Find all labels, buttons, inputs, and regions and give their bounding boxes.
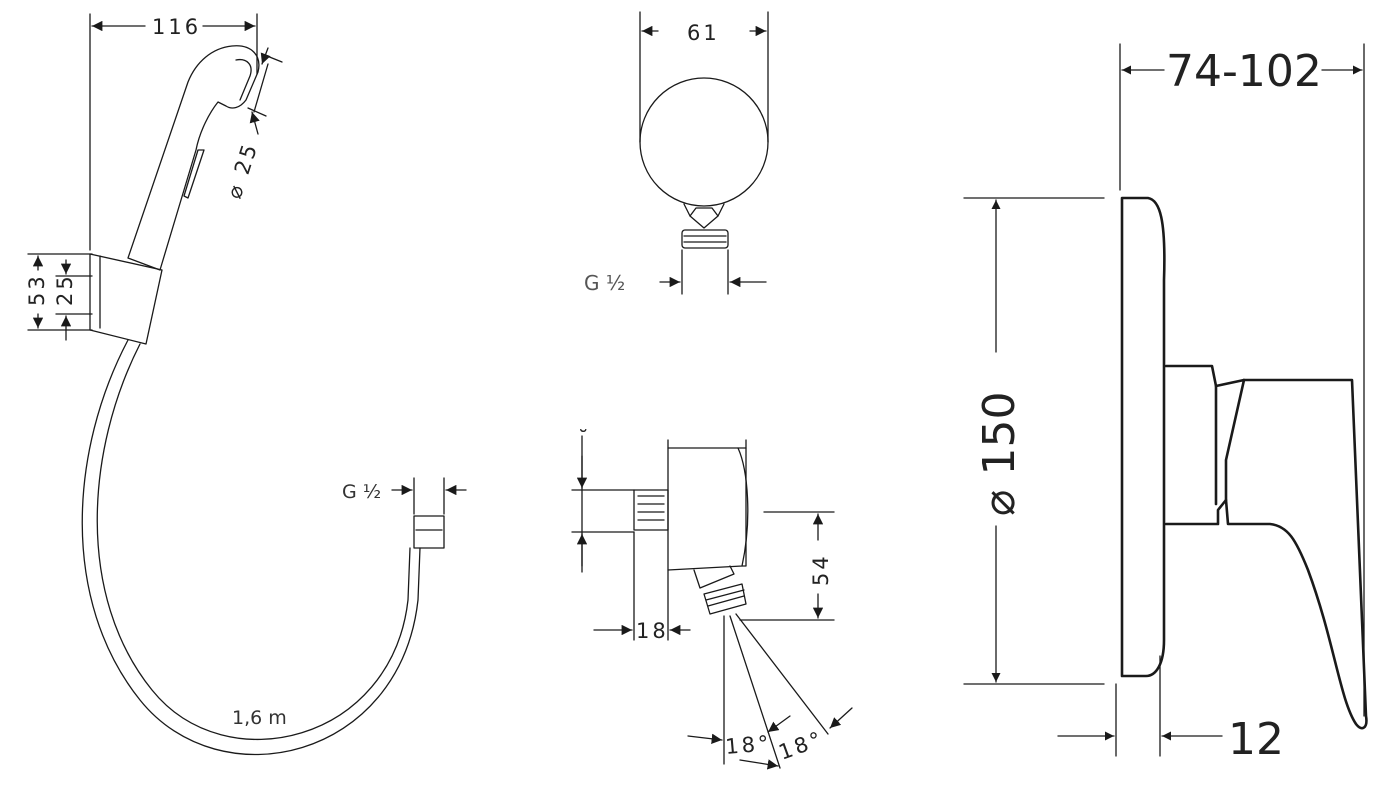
dim-holder-53: 53 [25,273,49,306]
outlet-body [667,447,749,571]
hand-shower-view: 116 ⌀ 25 53 25 1,6 m G ½ [25,13,467,756]
dim-angle-right: 18° [776,726,828,764]
hose-connector [413,515,445,549]
dim-mixer-offset: 12 [1228,714,1284,765]
outlet-nozzle [703,583,747,615]
dim-angle-left: 18° [724,731,772,759]
outlet-thread [681,229,729,249]
dim-width-116: 116 [152,15,201,39]
dim-outlet-depth-18: 18 [636,619,669,643]
wall-outlet-front-view: 61 G ½ [584,11,769,295]
hose-thread-label: G ½ [342,481,381,503]
dim-outlet-height-54: 54 [809,553,833,586]
escutcheon-plate [1120,196,1166,678]
wall-outlet-side-view: ˘ 54 18 18° 18° [571,427,853,770]
dim-outlet-width-61: 61 [687,21,720,45]
shower-head-outline [127,45,260,271]
dim-diameter-25: ⌀ 25 [222,139,263,202]
outlet-inlet [633,489,669,531]
outlet-thread-label: G ½ [584,271,625,295]
dim-mixer-diameter: ⌀ 150 [974,392,1025,516]
svg-text:˘: ˘ [578,427,592,451]
outlet-rosette [639,77,769,207]
dim-holder-25: 25 [53,273,77,306]
mixer-side-view: 74-102 ⌀ 150 12 [963,43,1368,765]
mixer-body [1164,364,1368,730]
holder-outline [89,253,163,345]
hose-length-label: 1,6 m [232,707,287,729]
dim-mixer-projection: 74-102 [1166,46,1322,97]
hose-outline [81,339,421,756]
